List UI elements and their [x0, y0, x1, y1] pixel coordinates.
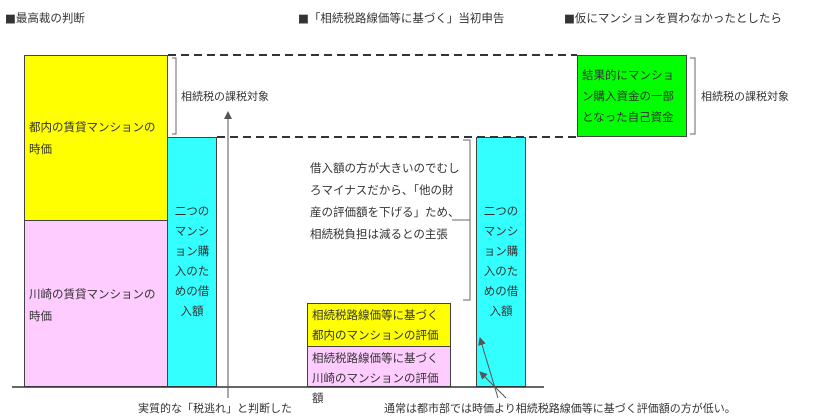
footnote-urban-valuation: 通常は都市部では時価より相続税路線価等に基づく評価額の方が低い。	[384, 402, 736, 415]
tokyo-market-value-label: 都内の賃貸マンションの時価	[29, 120, 156, 156]
loan-amount-box-left: 二つのマンション購入のための借入額	[167, 137, 217, 387]
kawasaki-assessed-value-label: 相続税路線価等に基づく川崎のマンションの評価額	[312, 351, 439, 405]
header-initial-filing: ■「相続税路線価等に基づく」当初申告	[298, 11, 505, 25]
bracket-right	[690, 57, 696, 135]
footnote-tax-evasion: 実質的な「税逃れ」と判断した	[138, 402, 292, 415]
tax-target-label-left: 相続税の課税対象	[181, 90, 269, 103]
tokyo-market-value-box: 都内の賃貸マンションの時価	[24, 55, 168, 221]
own-funds-box: 結果的にマンション購入資金の一部となった自己資金	[577, 55, 687, 137]
loan-amount-label-left: 二つのマンション購入のための借入額	[174, 204, 210, 318]
kawasaki-market-value-box: 川崎の賃貸マンションの時価	[24, 220, 168, 387]
own-funds-label: 結果的にマンション購入資金の一部となった自己資金	[582, 68, 674, 124]
arrow-to-tokyo-assessed	[478, 337, 499, 399]
loan-amount-label-middle: 二つのマンション購入のための借入額	[483, 204, 519, 318]
header-hypothetical: ■仮にマンションを買わなかったとしたら	[564, 11, 782, 25]
bracket-left	[172, 57, 177, 135]
arrow-to-kawasaki-assessed	[479, 371, 507, 399]
tax-target-label-right: 相続税の課税対象	[701, 90, 789, 103]
header-supreme-court: ■最高裁の判断	[5, 11, 85, 25]
middle-argument-note: 借入額の方が大きいのでむしろマイナスだから、「他の財産の評価額を下げる」ため、相…	[310, 161, 460, 241]
kawasaki-assessed-value-box: 相続税路線価等に基づく川崎のマンションの評価額	[307, 346, 451, 405]
tokyo-assessed-value-label: 相続税路線価等に基づく都内のマンションの評価額	[312, 308, 439, 362]
kawasaki-market-value-label: 川崎の賃貸マンションの時価	[29, 287, 156, 323]
